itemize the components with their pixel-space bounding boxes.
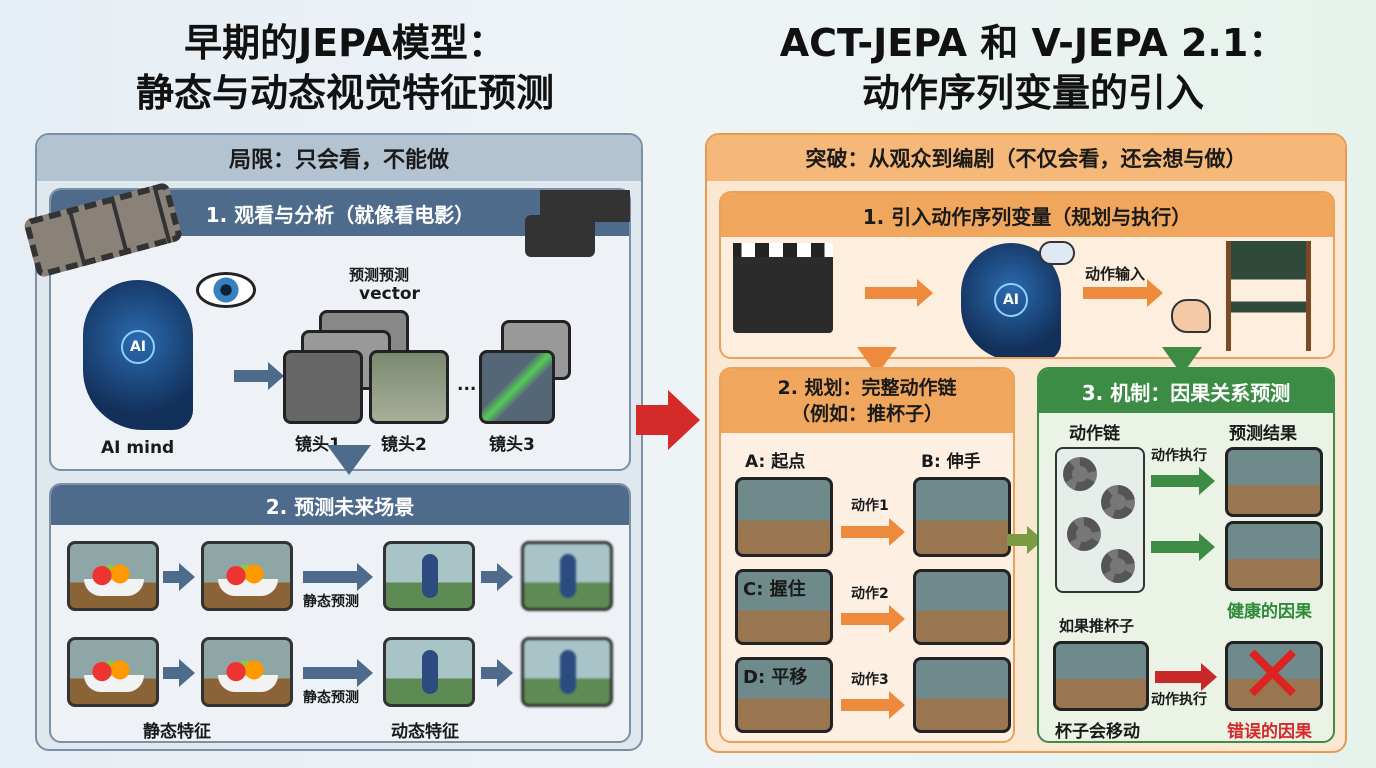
left-title-line1: 早期的JEPA模型： (184, 21, 506, 65)
good-causal-label: 健康的因果 (1227, 602, 1312, 622)
bad-causal-label: 错误的因果 (1227, 722, 1312, 742)
translate-image (735, 657, 833, 733)
static-predict-label: 静态预测 (303, 594, 359, 610)
runner-blur-image (521, 541, 613, 611)
movie-camera-icon (525, 215, 595, 257)
predicted-result-label: 预测结果 (1229, 424, 1297, 444)
planning-section: 2. 规划：完整动作链 （例如：推杯子） A: 起点 B: 伸手 动作1 C: … (719, 367, 1015, 743)
ai-mind-label: AI mind (101, 438, 175, 458)
ai-head-icon: AI (83, 280, 193, 430)
cup-moves-label: 杯子会移动 (1055, 722, 1140, 742)
fruit-bowl-image (67, 637, 159, 707)
left-panel-header: 局限：只会看，不能做 (37, 135, 641, 181)
vector-shot-frame (479, 350, 555, 424)
causal-header: 3. 机制：因果关系预测 (1039, 369, 1333, 413)
vector-label: vector (359, 284, 420, 304)
if-push-label: 如果推杯子 (1059, 617, 1135, 635)
action-chain-label: 动作链 (1069, 424, 1120, 444)
static-predict-label: 静态预测 (303, 690, 359, 706)
camera-shot-frame (283, 350, 363, 424)
eye-icon (196, 272, 256, 308)
predict-section-header: 2. 预测未来场景 (51, 485, 629, 525)
action-sequence-header: 1. 引入动作序列变量（规划与执行） (721, 193, 1333, 237)
runner-image (383, 637, 475, 707)
ai-badge: AI (994, 283, 1028, 317)
spill-result-image (1225, 447, 1323, 517)
move-cup-image (913, 657, 1011, 733)
fruit-bowl-image (201, 541, 293, 611)
runner-image (383, 541, 475, 611)
step-b-label: B: 伸手 (921, 452, 981, 472)
shot-label: 镜头3 (489, 435, 535, 455)
dynamic-feature-label: 动态特征 (391, 722, 459, 742)
right-panel-header: 突破：从观众到编剧（不仅会看，还会想与做） (707, 135, 1345, 181)
step-a-label: A: 起点 (745, 452, 806, 472)
right-title-line1: ACT-JEPA 和 V-JEPA 2.1： (779, 21, 1287, 65)
planning-header-line1: 2. 规划：完整动作链 (777, 377, 957, 399)
action-sequence-section: 1. 引入动作序列变量（规划与执行） AI 动作输入 (719, 191, 1335, 359)
step-d-label: D: 平移 (743, 667, 808, 688)
left-title: 早期的JEPA模型： 静态与动态视觉特征预测 (0, 18, 690, 118)
push-glass-image (1053, 641, 1149, 711)
start-image (735, 477, 833, 557)
ellipsis: ... (457, 375, 477, 395)
reach-image (913, 477, 1011, 557)
predict-label: 预测预测 (349, 266, 410, 284)
action-exec-label: 动作执行 (1151, 448, 1207, 464)
ai-badge: AI (121, 330, 155, 364)
wrong-result-image (1225, 641, 1323, 711)
glass-result-image (1225, 521, 1323, 591)
action-label: 动作1 (851, 498, 889, 514)
step-c-label: C: 握住 (743, 579, 806, 600)
right-title: ACT-JEPA 和 V-JEPA 2.1： 动作序列变量的引入 (690, 18, 1376, 118)
fruit-bowl-image (67, 541, 159, 611)
runner-blur-image (521, 637, 613, 707)
director-chair-icon (1226, 241, 1311, 351)
predict-section: 2. 预测未来场景 静态预测 静态预测 静态特征 动态特征 (49, 483, 631, 743)
clapperboard-icon (733, 243, 833, 333)
thought-cloud-icon (1039, 241, 1075, 265)
left-title-line2: 静态与动态视觉特征预测 (135, 71, 554, 115)
action-label: 动作2 (851, 586, 889, 602)
down-arrow-icon (327, 445, 371, 475)
action-exec-label: 动作执行 (1151, 692, 1207, 708)
causal-section: 3. 机制：因果关系预测 动作链 预测结果 动作执行 健康的因果 如果推杯子 动… (1037, 367, 1335, 743)
hand-icon (1171, 299, 1211, 333)
right-title-line2: 动作序列变量的引入 (861, 71, 1204, 115)
gears-icon (1055, 447, 1145, 593)
static-feature-label: 静态特征 (143, 722, 211, 742)
road-shot-frame (369, 350, 449, 424)
action-input-label: 动作输入 (1085, 265, 1146, 283)
grasp-image (735, 569, 833, 645)
grasp-cup-image (913, 569, 1011, 645)
fruit-bowl-image (201, 637, 293, 707)
planning-header-line2: （例如：推杯子） (790, 403, 943, 425)
transition-arrow-icon (636, 405, 670, 435)
transition-arrowhead-icon (668, 390, 700, 450)
shot-label: 镜头2 (381, 435, 427, 455)
action-label: 动作3 (851, 672, 889, 688)
cross-icon: ✕ (1239, 628, 1307, 721)
planning-header: 2. 规划：完整动作链 （例如：推杯子） (721, 369, 1013, 433)
right-panel: 突破：从观众到编剧（不仅会看，还会想与做） 1. 引入动作序列变量（规划与执行）… (705, 133, 1347, 753)
